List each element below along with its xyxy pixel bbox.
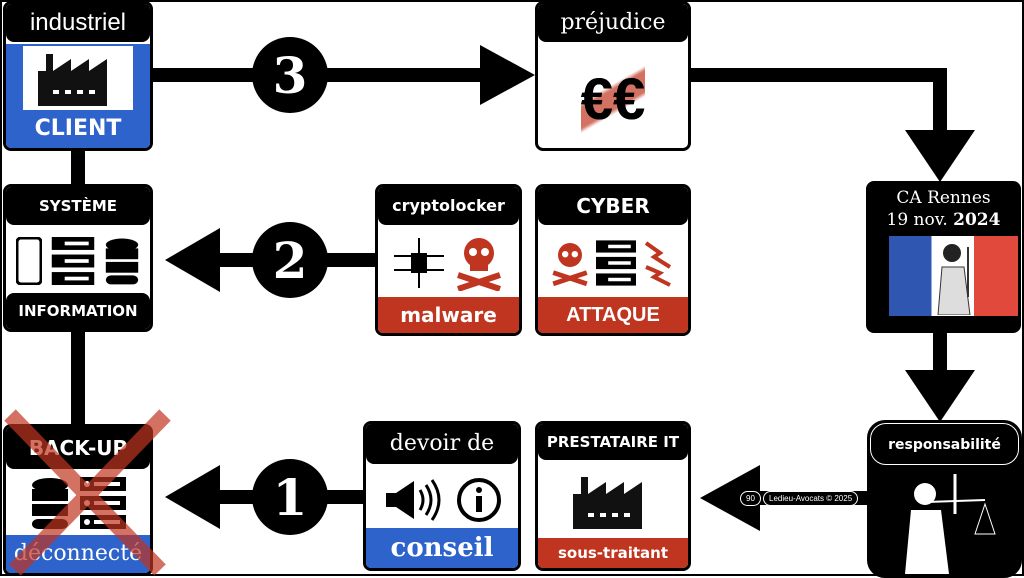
megaphone-info-icon xyxy=(366,468,518,532)
step-3-badge: 3 xyxy=(252,37,328,113)
prejudice-card: préjudice €€ xyxy=(535,1,691,151)
euro-icon: €€ xyxy=(538,54,688,144)
step-2-badge: 2 xyxy=(252,222,328,298)
court-card: CA Rennes 19 nov. 2024 xyxy=(866,181,1021,333)
cyber-label: ATTAQUE xyxy=(538,297,688,333)
prestataire-card: PRESTATAIRE IT sous-traitant xyxy=(535,421,691,571)
court-year: 2024 xyxy=(953,210,1001,230)
systeme-card: SYSTÈME INFORMATION xyxy=(3,184,153,332)
factory-icon xyxy=(6,44,150,114)
crossed-out-x-icon xyxy=(4,409,171,576)
prestataire-label: sous-traitant xyxy=(538,538,688,568)
cryptolocker-label: malware xyxy=(378,297,519,333)
skull-chip-icon xyxy=(378,229,519,297)
lady-justice-icon xyxy=(889,236,1018,316)
conseil-title: devoir de xyxy=(366,424,518,464)
cyber-card: CYBER ATTAQUE xyxy=(535,184,691,336)
euro-symbol: €€ xyxy=(580,65,646,133)
prejudice-title: préjudice xyxy=(538,4,688,42)
devices-icon xyxy=(6,229,150,293)
client-title: industriel xyxy=(6,4,150,42)
lady-justice-icon xyxy=(870,471,1019,575)
court-date: 19 nov. xyxy=(886,210,948,230)
conseil-label: conseil xyxy=(366,528,518,568)
responsabilite-title: responsabilité xyxy=(870,423,1019,465)
factory-icon xyxy=(538,464,688,540)
systeme-label: INFORMATION xyxy=(6,293,150,329)
cryptolocker-card: cryptolocker malware xyxy=(375,184,522,336)
systeme-title: SYSTÈME xyxy=(6,187,150,225)
page-number: 90 xyxy=(740,491,761,506)
court-name: CA Rennes xyxy=(896,188,991,208)
prestataire-title: PRESTATAIRE IT xyxy=(538,424,688,460)
skull-server-icon xyxy=(538,229,688,297)
client-card: industriel CLIENT xyxy=(3,1,153,151)
cryptolocker-title: cryptolocker xyxy=(378,187,519,225)
copyright: Ledieu-Avocats © 2025 xyxy=(763,491,859,506)
conseil-card: devoir de conseil xyxy=(363,421,521,571)
client-label: CLIENT xyxy=(6,110,150,148)
cyber-title: CYBER xyxy=(538,187,688,225)
step-1-badge: 1 xyxy=(252,459,328,535)
responsabilite-card: responsabilité xyxy=(867,420,1022,578)
